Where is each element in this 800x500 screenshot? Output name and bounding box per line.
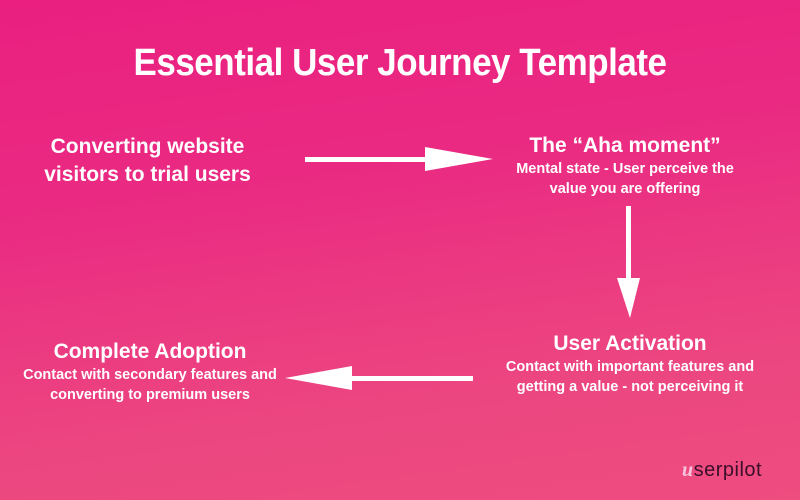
node-description: Contact with important features and gett… bbox=[505, 359, 755, 395]
arrow-down-icon bbox=[617, 206, 640, 318]
node-heading: Converting website visitors to trial use… bbox=[44, 135, 251, 186]
node-user-activation: User Activation Contact with important f… bbox=[480, 331, 780, 397]
logo-text: serpilot bbox=[693, 459, 763, 481]
arrow-left-icon bbox=[285, 366, 473, 390]
node-description: Mental state - User perceive the value y… bbox=[516, 161, 734, 197]
node-description: Contact with secondary features and conv… bbox=[23, 367, 277, 403]
diagram-title: Essential User Journey Template bbox=[133, 42, 667, 84]
node-heading: The “Aha moment” bbox=[529, 134, 721, 157]
arrow-right-icon bbox=[305, 147, 493, 171]
node-complete-adoption: Complete Adoption Contact with secondary… bbox=[10, 339, 290, 405]
logo-initial: u bbox=[682, 459, 694, 481]
node-heading: Complete Adoption bbox=[53, 340, 247, 363]
node-heading: User Activation bbox=[553, 332, 707, 355]
node-trial-conversion: Converting website visitors to trial use… bbox=[20, 133, 275, 189]
userpilot-logo: userpilot bbox=[682, 459, 762, 482]
node-aha-moment: The “Aha moment” Mental state - User per… bbox=[505, 133, 745, 199]
